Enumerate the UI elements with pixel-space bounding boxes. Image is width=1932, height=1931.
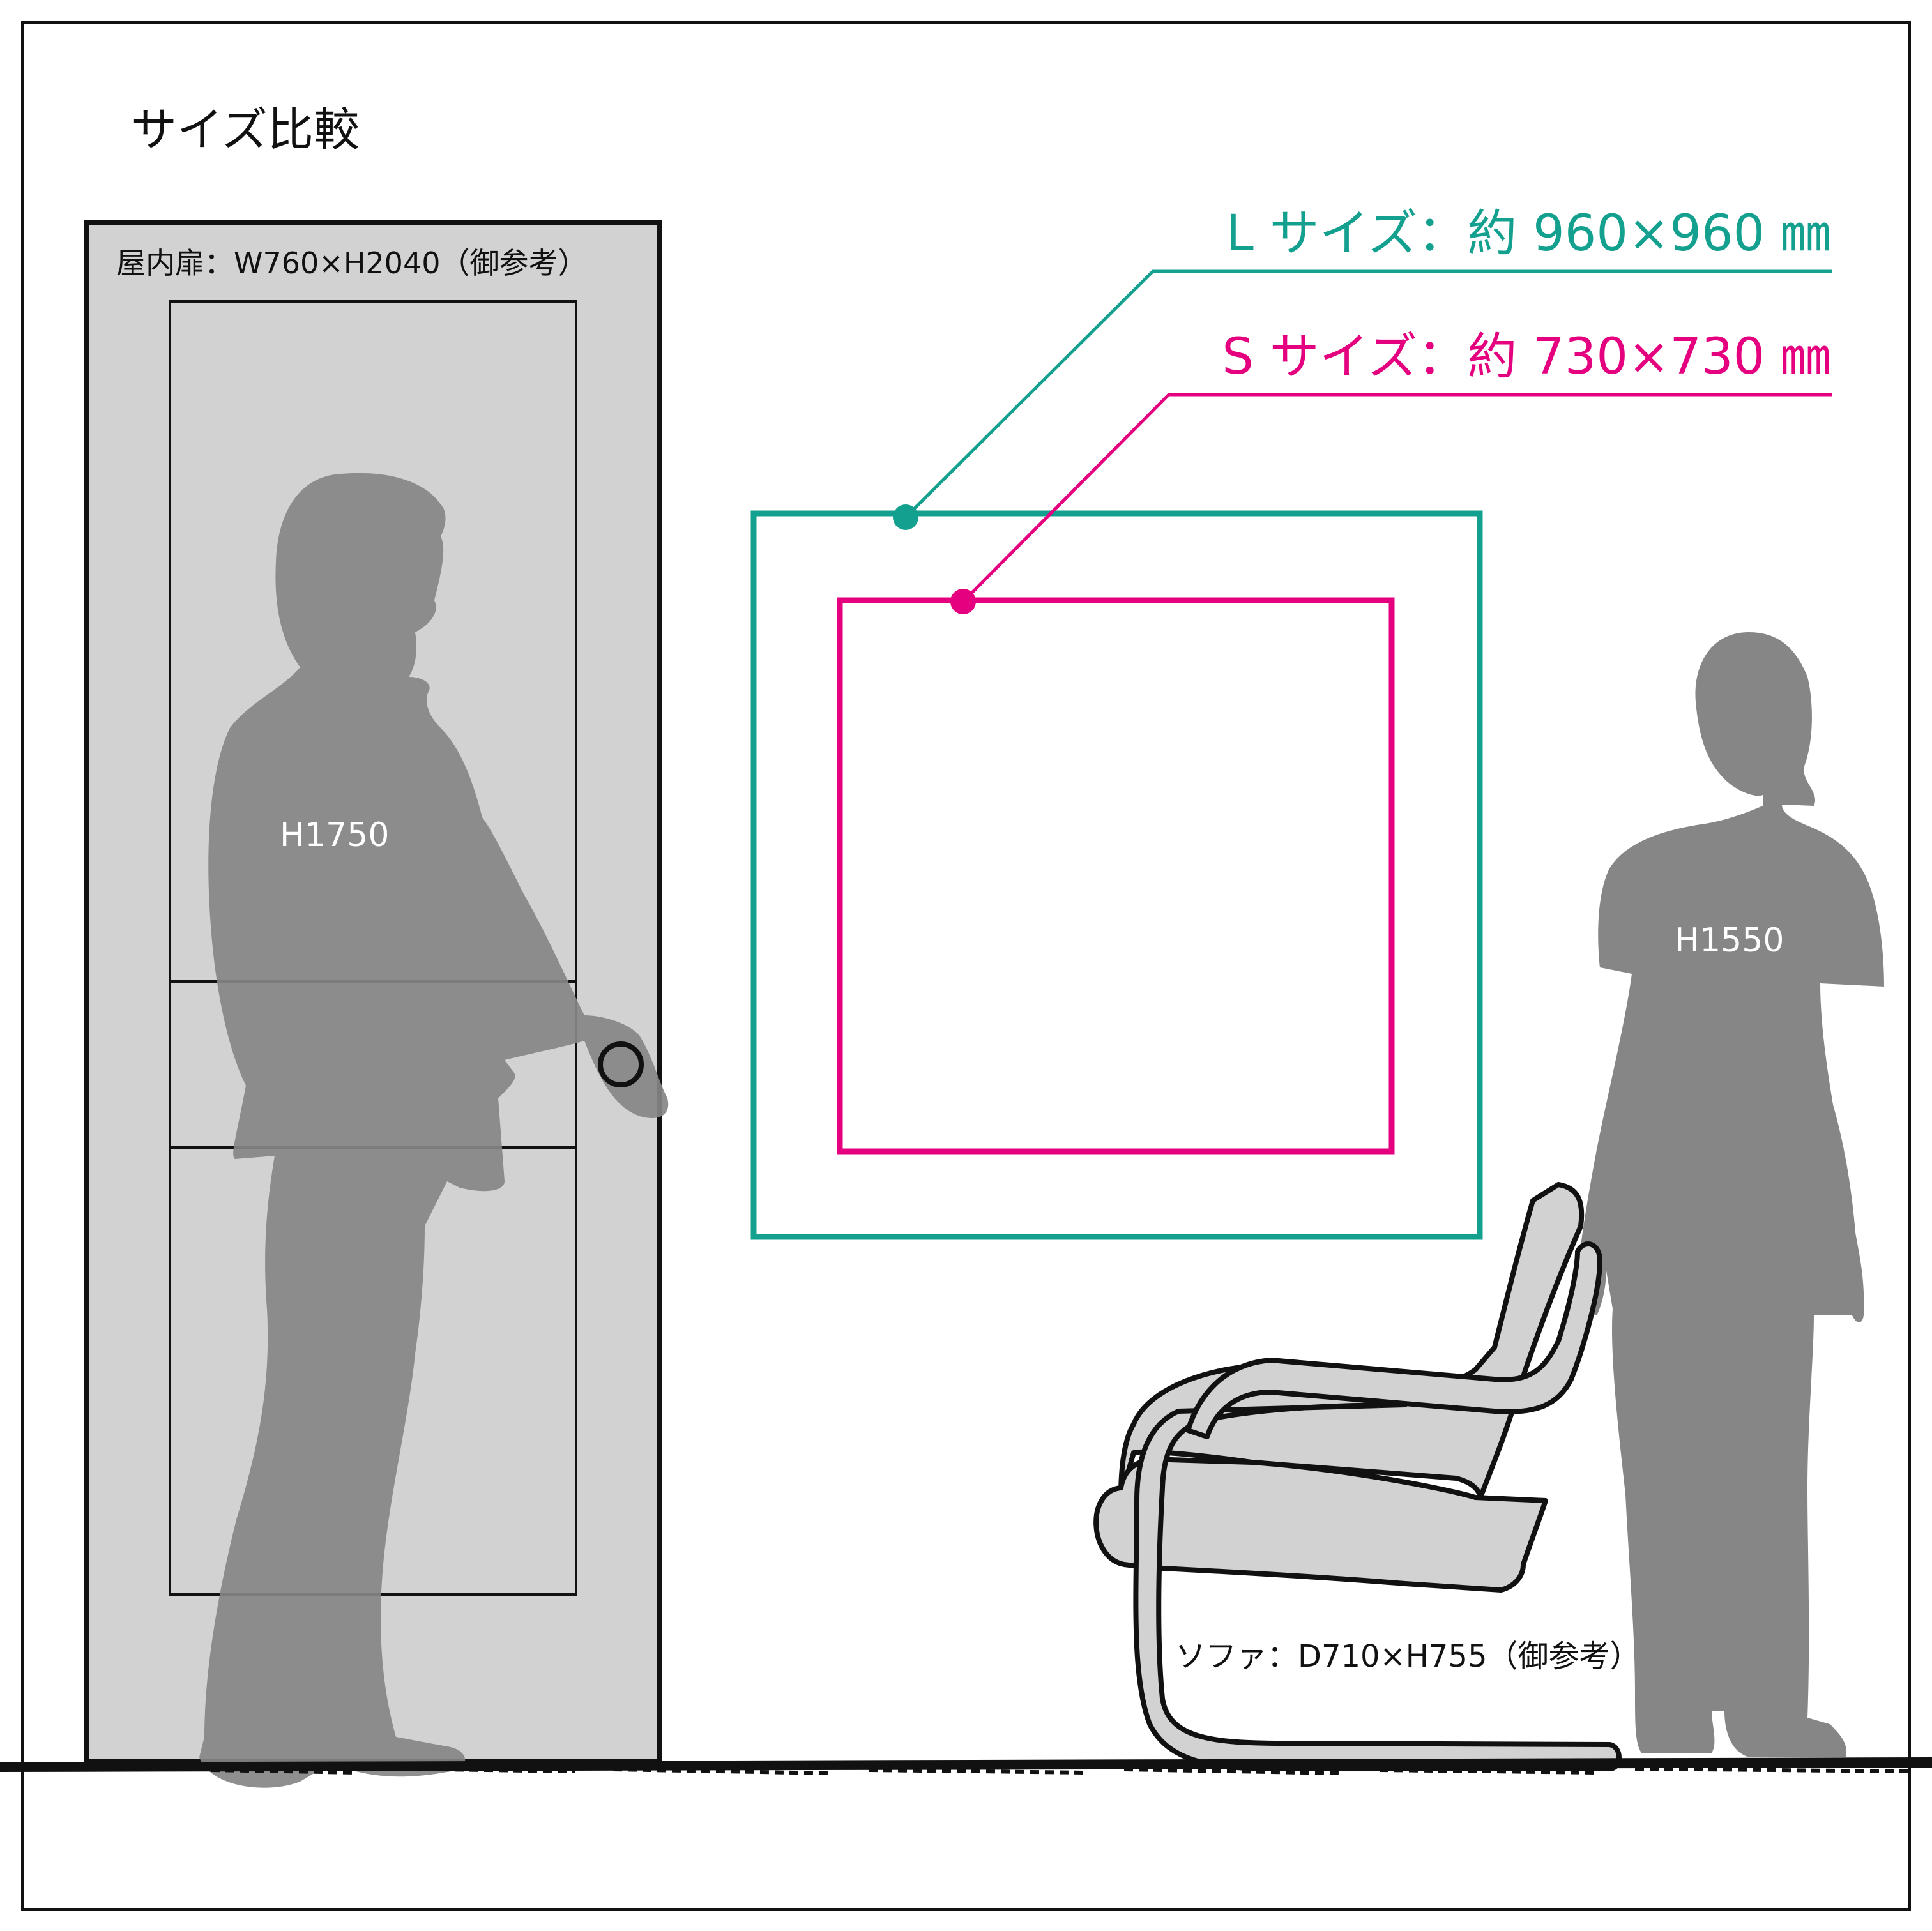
sofa-seat: [1093, 1457, 1548, 1593]
sofa-label: ソファ：D710×H755（御参考）: [1175, 1639, 1641, 1674]
door-label: 屋内扉：W760×H2040（御参考）: [116, 246, 587, 280]
page-title: サイズ比較: [131, 103, 360, 156]
large-size-label: L サイズ：約 960×960 ㎜: [1226, 205, 1830, 262]
sofa: [1093, 1182, 1622, 1771]
small-frame: [837, 597, 1395, 1155]
woman-silhouette: [1572, 632, 1884, 1757]
man-height-label: H1750: [280, 816, 389, 854]
floor-texture: [25, 1766, 1910, 1775]
small-leader-line: [962, 393, 1832, 603]
small-size-label: S サイズ：約 730×730 ㎜: [1222, 328, 1830, 386]
sofa-armrest: [1185, 1241, 1602, 1439]
large-leader-dot: [893, 504, 918, 530]
door-knob: [598, 1041, 644, 1087]
floor-line: [0, 1757, 1932, 1772]
woman-height-label: H1550: [1675, 921, 1784, 960]
man-silhouette: [199, 473, 669, 1788]
large-frame: [750, 510, 1483, 1240]
small-leader-dot: [950, 589, 976, 614]
large-leader-line: [904, 269, 1832, 519]
sofa-body: [1118, 1182, 1585, 1500]
